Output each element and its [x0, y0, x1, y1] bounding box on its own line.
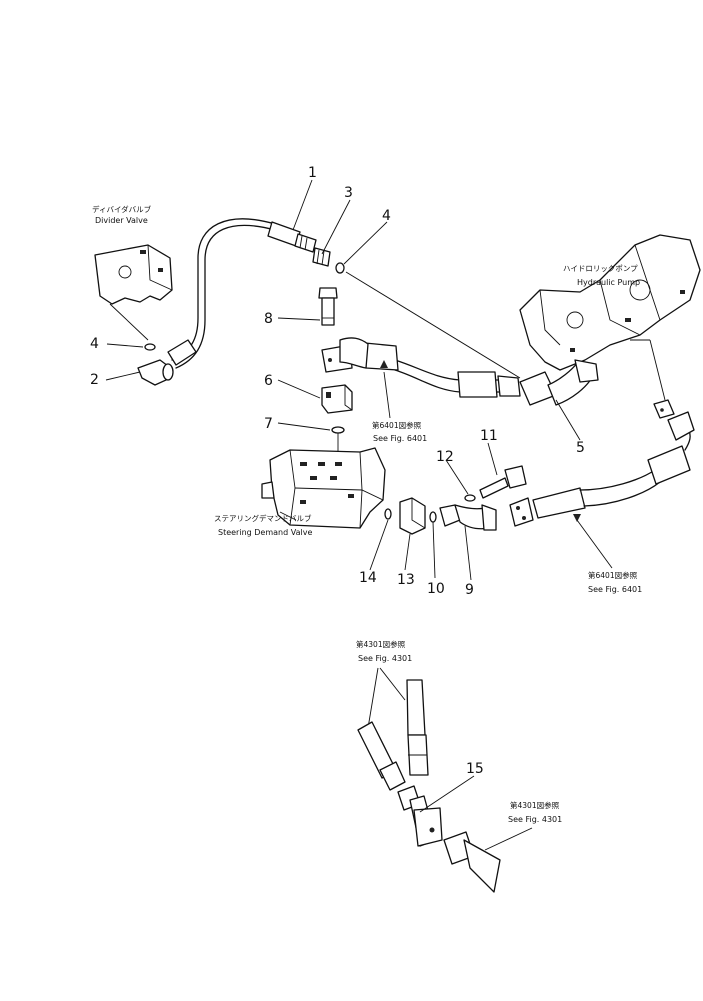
callout-1: 1 — [308, 165, 317, 181]
ref4301a-arrow-right — [379, 667, 406, 701]
o-ring-4-right — [335, 262, 345, 274]
lower-hose-flange — [509, 497, 534, 527]
connector-3 — [312, 247, 331, 267]
callout-8: 8 — [264, 311, 273, 327]
assembly-line — [345, 271, 521, 379]
callout-2: 2 — [90, 372, 99, 388]
upper-right-hose-4301 — [406, 679, 429, 776]
callout-leaders — [105, 179, 581, 813]
callout-14: 14 — [359, 570, 377, 586]
hose-divider-to-valve — [167, 218, 276, 369]
ref-4301-a-jp: 第4301図参照 — [356, 639, 406, 649]
callout-6: 6 — [264, 373, 273, 389]
callout-12: 12 — [436, 449, 454, 465]
o-ring-4-left — [144, 343, 156, 351]
ref-4301-b: See Fig. 4301 — [508, 815, 562, 824]
ref-6401-b-jp: 第6401図参照 — [588, 570, 638, 580]
o-ring-14 — [384, 508, 392, 520]
hose-lower-6401 — [532, 427, 691, 519]
callout-11: 11 — [480, 428, 498, 444]
ref-4301-a: See Fig. 4301 — [358, 654, 412, 663]
divider-valve — [94, 244, 173, 305]
callout-5: 5 — [576, 440, 585, 456]
callout-7: 7 — [264, 416, 273, 432]
callout-4-left: 4 — [90, 336, 99, 352]
ref6401b-arrow — [576, 519, 613, 569]
ref4301a-arrow-left — [367, 667, 379, 729]
bolt-11 — [479, 465, 527, 499]
steering-valve-label: Steering Demand Valve — [218, 528, 312, 537]
divider-valve-label: Divider Valve — [95, 216, 148, 225]
hydraulic-pump-jp-label: ハイドロリックポンプ — [563, 264, 638, 273]
hydraulic-pump-label: Hydraulic Pump — [577, 278, 640, 287]
hose-fitting-1 — [267, 221, 317, 253]
elbow-fitting-2 — [137, 359, 174, 386]
ref6401a-arrowhead — [380, 360, 388, 368]
divider-leader — [109, 303, 149, 341]
ref-4301-b-jp: 第4301図参照 — [510, 800, 560, 810]
ref4301b-arrow — [484, 827, 533, 851]
callout-13: 13 — [397, 572, 415, 588]
hydraulic-pump — [519, 234, 701, 371]
upper-left-hose-4301 — [357, 721, 406, 791]
steering-leader — [279, 511, 297, 521]
ref-6401-a-jp: 第6401図参照 — [372, 420, 422, 430]
steering-demand-valve — [261, 447, 386, 529]
steering-valve-jp-label: ステアリングデマンドバルブ — [214, 513, 312, 523]
callout-10: 10 — [427, 581, 445, 597]
elbow-pipe-5 — [519, 359, 599, 406]
callout-9: 9 — [465, 582, 474, 598]
bolt-8 — [318, 287, 338, 326]
callout-4-right: 4 — [382, 208, 391, 224]
split-flange-13 — [399, 497, 426, 535]
o-ring-10 — [429, 511, 437, 523]
callout-15: 15 — [466, 761, 484, 777]
ref6401b-arrowhead — [573, 514, 581, 522]
ref-6401-a: See Fig. 6401 — [373, 434, 427, 443]
elbow-flange-upper — [321, 337, 369, 373]
lower-hose-4301 — [443, 831, 501, 893]
callout-3: 3 — [344, 185, 353, 201]
pump-lower-flange — [653, 399, 695, 441]
washer-12 — [464, 494, 476, 502]
hose-upper-6401 — [364, 342, 521, 398]
fitting-bracket-15 — [397, 785, 443, 847]
pump-leader-b — [649, 339, 666, 401]
elbow-flange-9 — [439, 504, 497, 531]
split-flange-6 — [321, 384, 353, 414]
divider-valve-jp-label: ディバイダバルブ — [92, 204, 152, 214]
ref6401a-arrow — [383, 371, 391, 419]
o-ring-7 — [331, 426, 345, 434]
ref-6401-b: See Fig. 6401 — [588, 585, 642, 594]
